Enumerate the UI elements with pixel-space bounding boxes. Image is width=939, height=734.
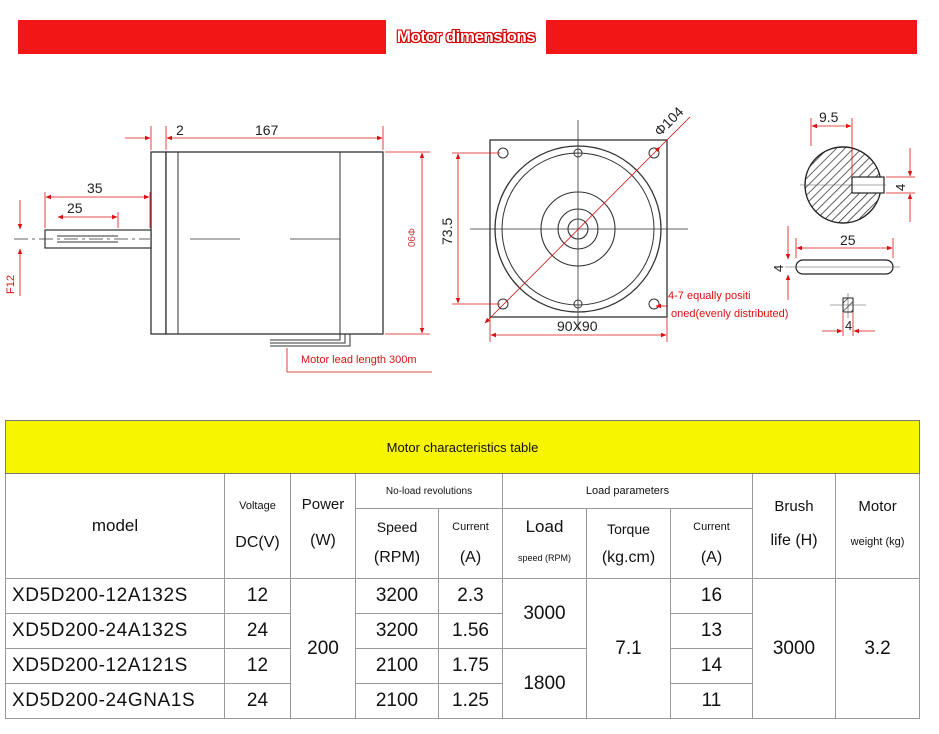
cell-speed: 2100 bbox=[355, 648, 439, 684]
header-torque: Torque (kg.cm) bbox=[586, 508, 671, 579]
motor-flange bbox=[150, 151, 167, 335]
shaft-detail: 9.5 4 25 4 4 bbox=[771, 109, 915, 336]
header-load-speed: Load speed (RPM) bbox=[502, 508, 587, 579]
cell-current: 1.56 bbox=[438, 613, 503, 649]
cell-voltage: 12 bbox=[224, 578, 291, 614]
banner-title: Motor dimensions bbox=[396, 27, 536, 46]
table-row: XD5D200-12A132S 12 200 3200 2.3 3000 7.1… bbox=[5, 578, 921, 719]
cell-load-current: 14 bbox=[670, 648, 753, 684]
title-banner-right bbox=[546, 20, 917, 54]
header-power: Power (W) bbox=[290, 473, 356, 579]
cell-power: 200 bbox=[290, 578, 356, 719]
cell-load-current: 13 bbox=[670, 613, 753, 649]
header-speed-bottom: (RPM) bbox=[373, 549, 421, 567]
header-speed-top: Speed bbox=[376, 519, 418, 536]
header-current: Current (A) bbox=[438, 508, 503, 579]
header-load-current-top: Current bbox=[693, 521, 730, 534]
dim-2: 2 bbox=[176, 122, 184, 138]
header-current-top: Current bbox=[452, 521, 489, 534]
lead-length-label: Motor lead length 300m bbox=[301, 354, 417, 366]
dim-25-key: 25 bbox=[840, 232, 856, 248]
cell-voltage: 24 bbox=[224, 683, 291, 719]
cell-speed: 3200 bbox=[355, 578, 439, 614]
dim-9-5: 9.5 bbox=[819, 109, 839, 125]
dim-f12: F12 bbox=[5, 275, 17, 294]
cell-model: XD5D200-24GNA1S bbox=[5, 683, 225, 719]
header-load-current-bottom: (A) bbox=[700, 549, 723, 567]
header-weight-top: Motor bbox=[858, 498, 897, 515]
cell-load-current: 16 bbox=[670, 578, 753, 614]
cell-weight: 3.2 bbox=[834, 578, 921, 719]
dimension-drawing: 2 167 35 25 F12 Φ90 Motor lead length 30… bbox=[5, 103, 915, 373]
cell-voltage: 24 bbox=[224, 613, 291, 649]
side-view: 2 167 35 25 F12 Φ90 Motor lead length 30… bbox=[5, 122, 432, 373]
header-brush-top: Brush bbox=[774, 498, 814, 515]
dim-4-section: 4 bbox=[845, 318, 852, 333]
header-weight: Motor weight (kg) bbox=[834, 473, 921, 579]
header-load-bottom: speed (RPM) bbox=[517, 553, 571, 564]
dim-35: 35 bbox=[87, 180, 103, 196]
dim-phi90: Φ90 bbox=[405, 228, 416, 248]
table-row: XD5D200-24GNA1S 24 2100 1.25 11 bbox=[5, 683, 920, 719]
header-power-top: Power bbox=[301, 496, 345, 513]
holes-note-line2: oned(evenly distributed) bbox=[671, 308, 788, 320]
dim-4-key: 4 bbox=[771, 265, 786, 272]
header-noload-group: No-load revolutions bbox=[355, 472, 503, 510]
cell-model: XD5D200-12A132S bbox=[5, 578, 225, 614]
header-speed: Speed (RPM) bbox=[355, 508, 439, 579]
table-row: XD5D200-12A121S 12 2100 1.75 1800 14 bbox=[5, 648, 920, 719]
cell-load-speed-a: 3000 bbox=[502, 578, 587, 649]
table-row: XD5D200-24A132S 24 3200 1.56 13 bbox=[5, 613, 920, 649]
header-load-top: Load bbox=[525, 517, 564, 537]
header-power-bottom: (W) bbox=[310, 532, 336, 549]
header-model: model bbox=[5, 473, 225, 579]
dim-25: 25 bbox=[67, 200, 83, 216]
cell-load-current: 11 bbox=[670, 683, 753, 719]
header-torque-bottom: (kg.cm) bbox=[601, 549, 656, 567]
cell-speed: 3200 bbox=[355, 613, 439, 649]
header-load-current: Current (A) bbox=[670, 508, 753, 579]
cell-current: 1.25 bbox=[438, 683, 503, 719]
cell-model: XD5D200-24A132S bbox=[5, 613, 225, 649]
dim-4-flat: 4 bbox=[893, 184, 908, 191]
dim-167: 167 bbox=[255, 122, 279, 138]
dim-73-5: 73.5 bbox=[439, 218, 455, 245]
cell-torque: 7.1 bbox=[586, 578, 671, 719]
header-load-group: Load parameters bbox=[502, 472, 753, 510]
header-voltage: Voltage DC(V) bbox=[224, 473, 291, 579]
header-brush: Brush life (H) bbox=[752, 473, 836, 579]
cell-brush-life: 3000 bbox=[752, 578, 836, 719]
title-banner-left bbox=[18, 20, 386, 54]
dim-phi104: Φ104 bbox=[651, 103, 687, 139]
cell-speed: 2100 bbox=[355, 683, 439, 719]
cell-current: 1.75 bbox=[438, 648, 503, 684]
table-title: Motor characteristics table bbox=[4, 420, 921, 474]
cell-model: XD5D200-12A121S bbox=[5, 648, 225, 684]
motor-body bbox=[165, 151, 384, 335]
header-current-bottom: (A) bbox=[459, 549, 482, 567]
header-weight-bottom: weight (kg) bbox=[850, 536, 905, 548]
motor-characteristics-table: Motor characteristics table model Voltag… bbox=[4, 420, 921, 719]
dim-90x90: 90X90 bbox=[557, 318, 598, 334]
cell-voltage: 12 bbox=[224, 648, 291, 684]
cell-load-speed-b: 1800 bbox=[502, 648, 587, 719]
holes-note-line1: 4-7 equally positi bbox=[668, 290, 751, 302]
cell-current: 2.3 bbox=[438, 578, 503, 614]
header-brush-bottom: life (H) bbox=[770, 532, 818, 549]
header-voltage-bottom: DC(V) bbox=[235, 534, 280, 551]
header-voltage-top: Voltage bbox=[239, 500, 276, 512]
front-view: Φ104 73.5 90X90 4-7 equally positi oned(… bbox=[439, 103, 788, 342]
header-torque-top: Torque bbox=[607, 521, 650, 538]
